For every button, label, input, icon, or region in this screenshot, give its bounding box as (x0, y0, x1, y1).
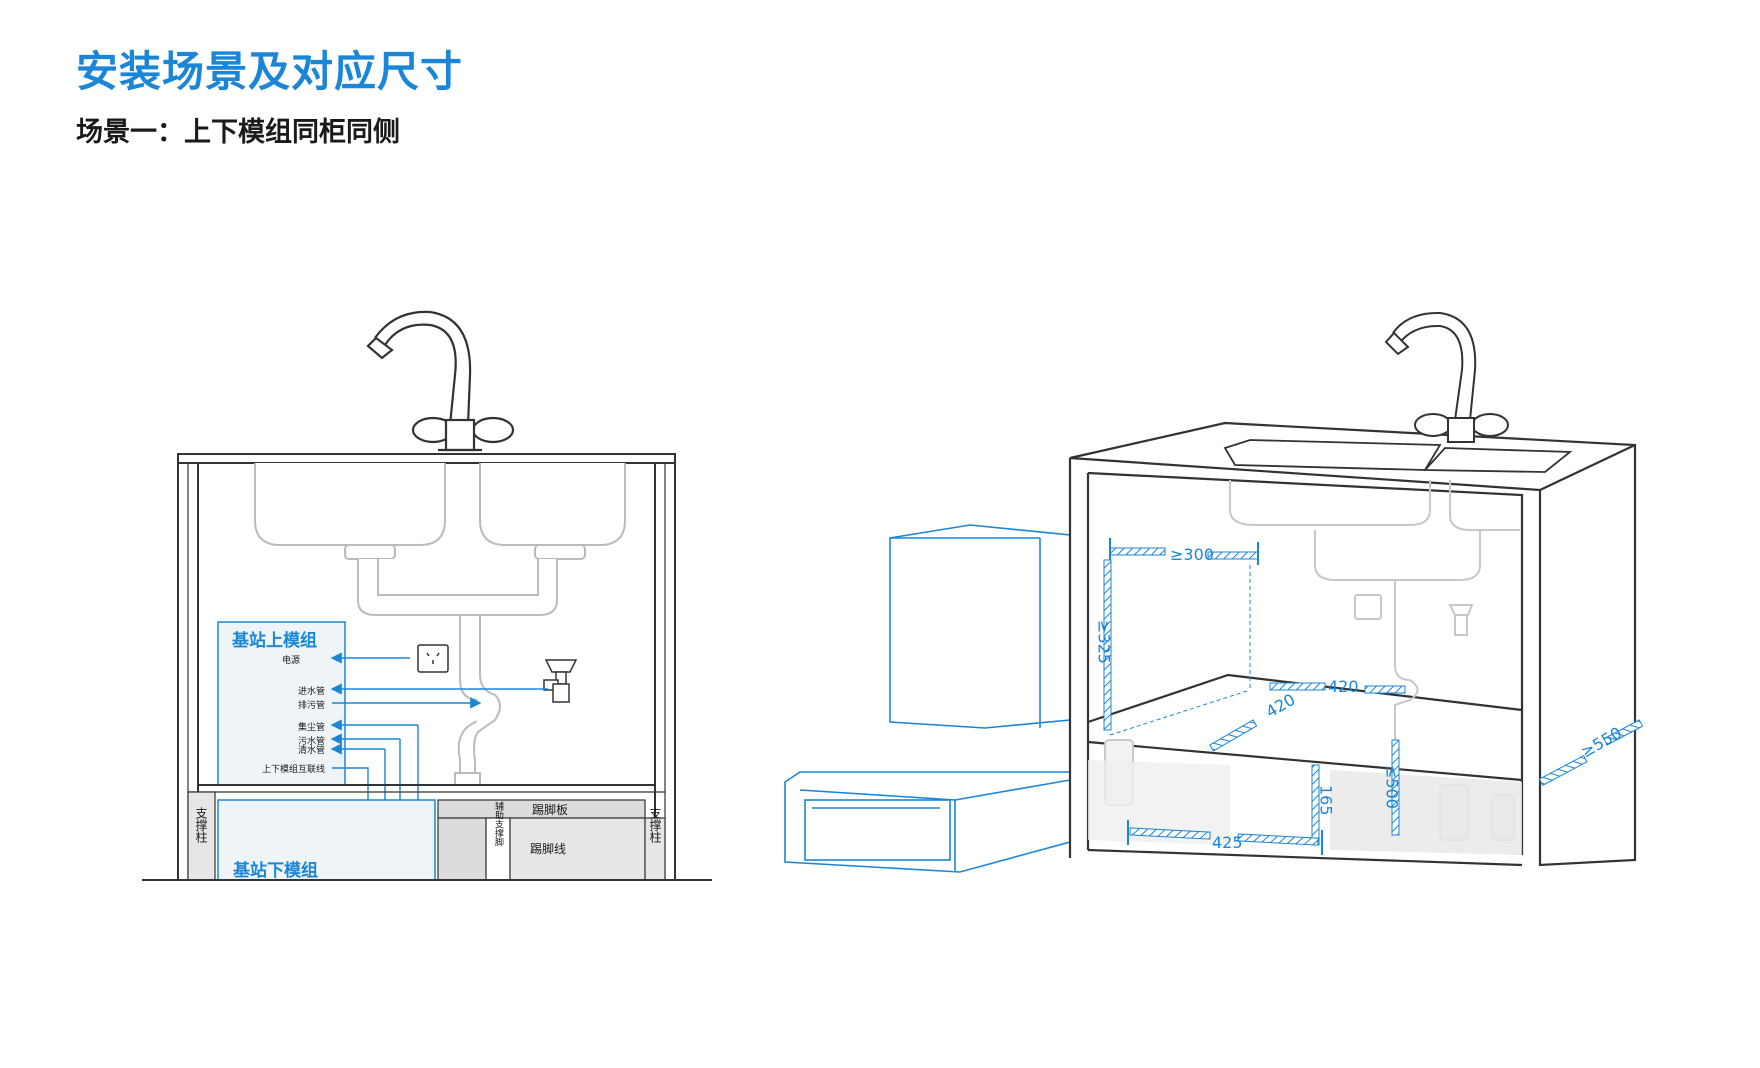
dim-base-width: 425 (1212, 833, 1243, 852)
support-left-label: 支撑柱 (194, 807, 208, 844)
cabinet-3d (1068, 421, 1637, 867)
dim-cabinet-depth: ≥550 (1578, 723, 1626, 761)
upper-module-box (217, 621, 346, 786)
water-valve-icon (543, 659, 578, 703)
upper-module-3d (889, 524, 1071, 729)
dim-shelf-width: 420 (1328, 677, 1359, 696)
lower-module-box (217, 799, 436, 881)
conn-drain-label: 排污管 (298, 699, 325, 711)
aux-support-leg (485, 817, 511, 881)
conn-dust-label: 集尘管 (298, 721, 325, 733)
support-pillar-left (187, 791, 216, 881)
left-cabinet-diagram: 基站上模组 电源 进水管 排污管 集尘管 污水管 清水管 上下模组互联线 (142, 310, 712, 881)
page-title: 安装场景及对应尺寸 (76, 47, 464, 96)
kick-zone-shade (1330, 770, 1522, 855)
conn-clean-water-label: 清水管 (298, 744, 325, 756)
conn-dirty-water-label: 污水管 (298, 735, 325, 747)
sink-bowls (254, 463, 626, 786)
dim-base-height: 165 (1317, 785, 1336, 816)
conn-interlink-label: 上下模组互联线 (262, 763, 325, 775)
sink-top-3d (1223, 439, 1573, 473)
conn-inlet-label: 进水管 (298, 685, 325, 697)
conn-power-label: 电源 (282, 654, 300, 666)
kick-board-label: 踢脚板 (532, 802, 568, 817)
countertop (177, 453, 676, 464)
dim-pipe-height: ≤500 (1383, 765, 1402, 809)
lower-module-3d (784, 771, 1071, 873)
dim-upper-width: ≥300 (1170, 545, 1214, 564)
dim-shelf-depth: 420 (1263, 690, 1299, 722)
scene-subtitle: 场景一：上下模组同柜同侧 (76, 117, 400, 148)
aux-support-label: 辅助支撑脚 (493, 800, 504, 847)
lower-module-label: 基站下模组 (232, 860, 318, 881)
support-right-label: 支撑柱 (648, 807, 662, 844)
right-cabinet-diagram: ≥300 ≥325 420 420 ≥550 ≤500 165 (784, 311, 1644, 873)
dim-upper-height: ≥325 (1095, 620, 1114, 664)
kick-line-label: 踢脚线 (530, 841, 566, 856)
faucet-icon (366, 310, 515, 452)
upper-module-label: 基站上模组 (231, 630, 317, 651)
connection-labels: 电源 进水管 排污管 集尘管 污水管 清水管 上下模组互联线 (262, 654, 325, 775)
power-socket-icon (417, 644, 449, 673)
faucet-icon-right (1384, 311, 1509, 443)
